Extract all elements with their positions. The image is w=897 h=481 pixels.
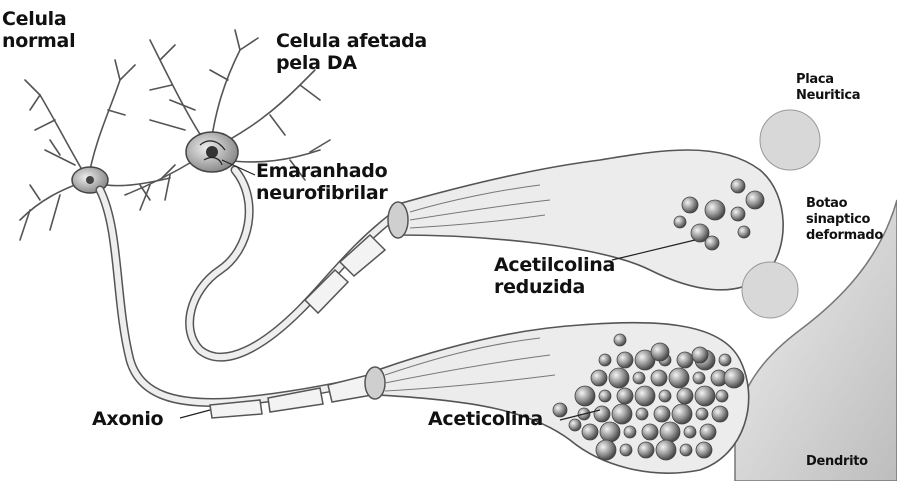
vesicle: [609, 368, 629, 388]
leader-axonio: [180, 410, 210, 418]
vesicle: [674, 216, 686, 228]
vesicle: [633, 372, 645, 384]
vesicle: [651, 370, 667, 386]
vesicle: [620, 444, 632, 456]
myelin-upper: [305, 235, 385, 313]
vesicle: [656, 440, 676, 460]
label-axonio: Axonio: [92, 408, 163, 430]
label-acetilcolina-reduzida: Acetilcolina reduzida: [494, 254, 615, 298]
vesicle: [705, 236, 719, 250]
vesicle: [617, 352, 633, 368]
vesicle: [553, 403, 567, 417]
vesicle: [731, 207, 745, 221]
vesicle: [582, 424, 598, 440]
vesicle: [712, 406, 728, 422]
vesicle: [594, 406, 610, 422]
vesicle: [746, 191, 764, 209]
vesicle: [731, 179, 745, 193]
vesicle: [575, 386, 595, 406]
vesicle: [569, 419, 581, 431]
vesicle: [677, 352, 693, 368]
label-celula-afetada: Celula afetada pela DA: [276, 30, 427, 74]
vesicle: [612, 404, 632, 424]
vesicle: [696, 408, 708, 420]
vesicle: [596, 440, 616, 460]
vesicle: [614, 334, 626, 346]
myelin-lower: [210, 375, 372, 418]
vesicle: [638, 442, 654, 458]
label-acetilcolina: Aceticolina: [428, 408, 543, 430]
vesicle: [636, 408, 648, 420]
vesicle: [692, 347, 708, 363]
vesicle: [724, 368, 744, 388]
vesicle: [659, 390, 671, 402]
vesicle: [669, 368, 689, 388]
vesicle: [600, 422, 620, 442]
vesicle: [738, 226, 750, 238]
vesicle: [684, 426, 696, 438]
label-dendrito: Dendrito: [806, 454, 868, 470]
vesicle: [651, 343, 669, 361]
vesicle: [705, 200, 725, 220]
vesicle: [624, 426, 636, 438]
vesicle: [591, 370, 607, 386]
vesicle: [642, 424, 658, 440]
vesicle: [672, 404, 692, 424]
vesicle: [693, 372, 705, 384]
vesicle: [700, 424, 716, 440]
normal-cell-dendrites: [20, 60, 175, 240]
vesicle: [719, 354, 731, 366]
vesicle: [716, 390, 728, 402]
vesicle: [682, 197, 698, 213]
label-botao-sinaptico: Botao sinaptico deformado: [806, 196, 883, 244]
vesicle: [654, 406, 670, 422]
vesicle: [599, 390, 611, 402]
label-emaranhado-neurofibrilar: Emaranhado neurofibrilar: [256, 160, 387, 204]
vesicle: [695, 386, 715, 406]
label-celula-normal: Celula normal: [2, 8, 75, 52]
vesicle: [660, 422, 680, 442]
vesicle: [599, 354, 611, 366]
vesicle: [680, 444, 692, 456]
vesicle: [677, 388, 693, 404]
label-placa-neuritica: Placa Neuritica: [796, 72, 860, 104]
vesicle: [696, 442, 712, 458]
vesicle: [635, 386, 655, 406]
vesicle: [617, 388, 633, 404]
